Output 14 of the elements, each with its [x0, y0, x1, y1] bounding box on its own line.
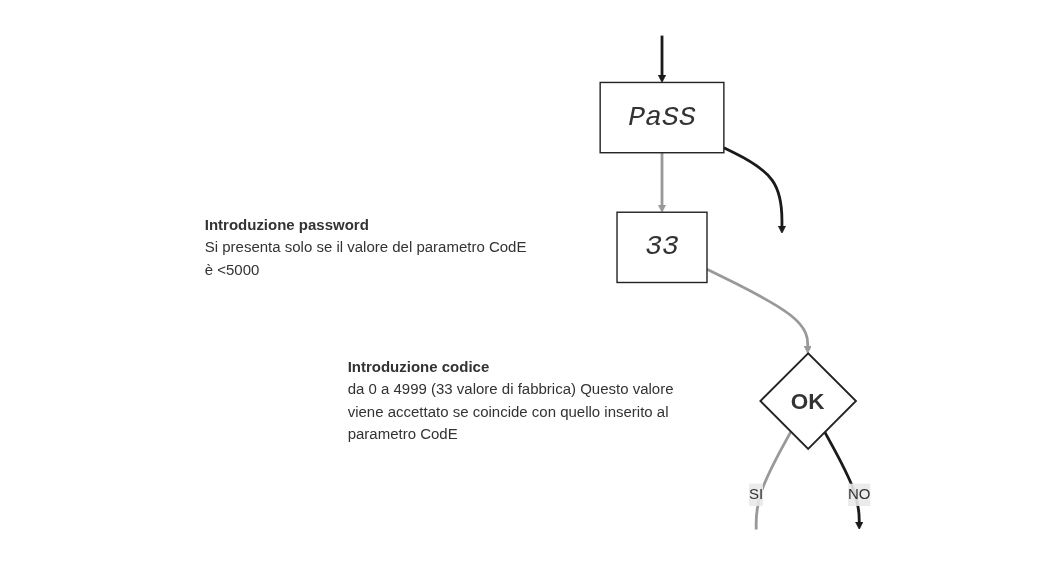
- node-label: Introduzione codice: [347, 358, 490, 375]
- node-label: Introduzione password: [204, 216, 369, 233]
- arrow: [823, 431, 864, 530]
- edge-label: NO: [848, 486, 871, 503]
- node-label: da 0 a 4999 (33 valore di fabbrica) Questo valore viene accettato se coincide con quello inserito al parametro CodE: [347, 381, 674, 443]
- arrow: [657, 152, 667, 213]
- node-label: Si presenta solo se il valore del parametro CodE è <5000: [204, 238, 527, 278]
- node-diamond: OK: [759, 351, 858, 451]
- node-box: 33: [616, 211, 708, 284]
- node-box: PaSS: [599, 81, 725, 154]
- edge-label: SI: [749, 486, 764, 503]
- arrow: [657, 35, 667, 83]
- arrow: [723, 146, 787, 234]
- arrow: [706, 268, 812, 354]
